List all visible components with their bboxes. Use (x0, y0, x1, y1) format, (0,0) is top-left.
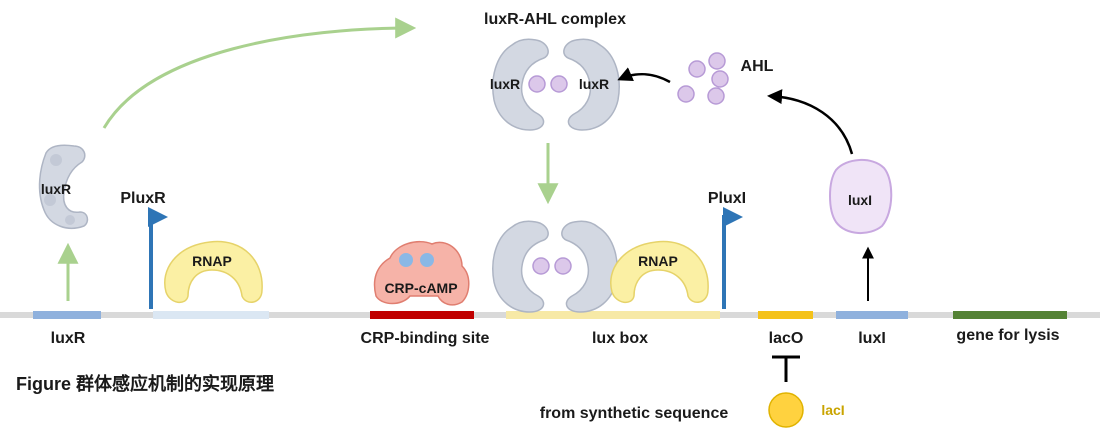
dna-segment-lysis-gene (953, 311, 1067, 319)
label-lysis-gene: gene for lysis (956, 327, 1059, 344)
laci-protein (768, 392, 804, 428)
luxr-ahl-complex-top (492, 38, 620, 131)
label-ahl: AHL (741, 58, 774, 75)
label-complex-title: luxR-AHL complex (484, 11, 626, 28)
luxr-ahl-complex-bound (492, 220, 618, 313)
label-synthetic-source: from synthetic sequence (540, 405, 729, 422)
label-luxi-protein: luxI (848, 192, 872, 208)
luxi-protein (829, 159, 893, 234)
rnap-left (164, 240, 263, 304)
label-rnap-right: RNAP (638, 253, 678, 269)
dna-segment-lux-box (506, 311, 720, 319)
label-complex-luxr-right: luxR (579, 76, 609, 92)
label-crp-camp: CRP-cAMP (384, 280, 457, 296)
label-laco: lacO (769, 330, 804, 347)
label-lux-box: lux box (592, 330, 648, 347)
luxr-protein-free (38, 144, 89, 230)
crp-camp (373, 240, 470, 306)
label-laci: lacI (821, 402, 844, 418)
black-arrow-luxi-to-ahl (767, 89, 854, 155)
label-pluxr: PluxR (120, 190, 166, 207)
dna-segment-pluxr-region (153, 311, 269, 319)
pluxi-promoter-arrow (722, 207, 743, 309)
dna-segment-luxr (33, 311, 101, 319)
dna-segment-laco (758, 311, 813, 319)
label-crp-binding-site: CRP-binding site (361, 330, 490, 347)
label-luxi-gene: luxI (858, 330, 886, 347)
dna-segment-luxi (836, 311, 908, 319)
label-rnap-left: RNAP (192, 253, 232, 269)
label-complex-luxr-left: luxR (490, 76, 520, 92)
figure-caption: Figure 群体感应机制的实现原理 (16, 373, 274, 394)
ahl-molecules (677, 52, 729, 105)
pluxr-promoter-arrow (148, 207, 168, 309)
label-luxr-free: luxR (41, 181, 71, 197)
dna-segment-crp-binding-site (370, 311, 474, 319)
black-arrow-ahl-to-complex (617, 67, 671, 84)
label-luxr-gene: luxR (51, 330, 86, 347)
label-pluxi: PluxI (708, 190, 746, 207)
rnap-right (610, 240, 709, 304)
green-arrow-luxr-to-complex (102, 17, 417, 129)
